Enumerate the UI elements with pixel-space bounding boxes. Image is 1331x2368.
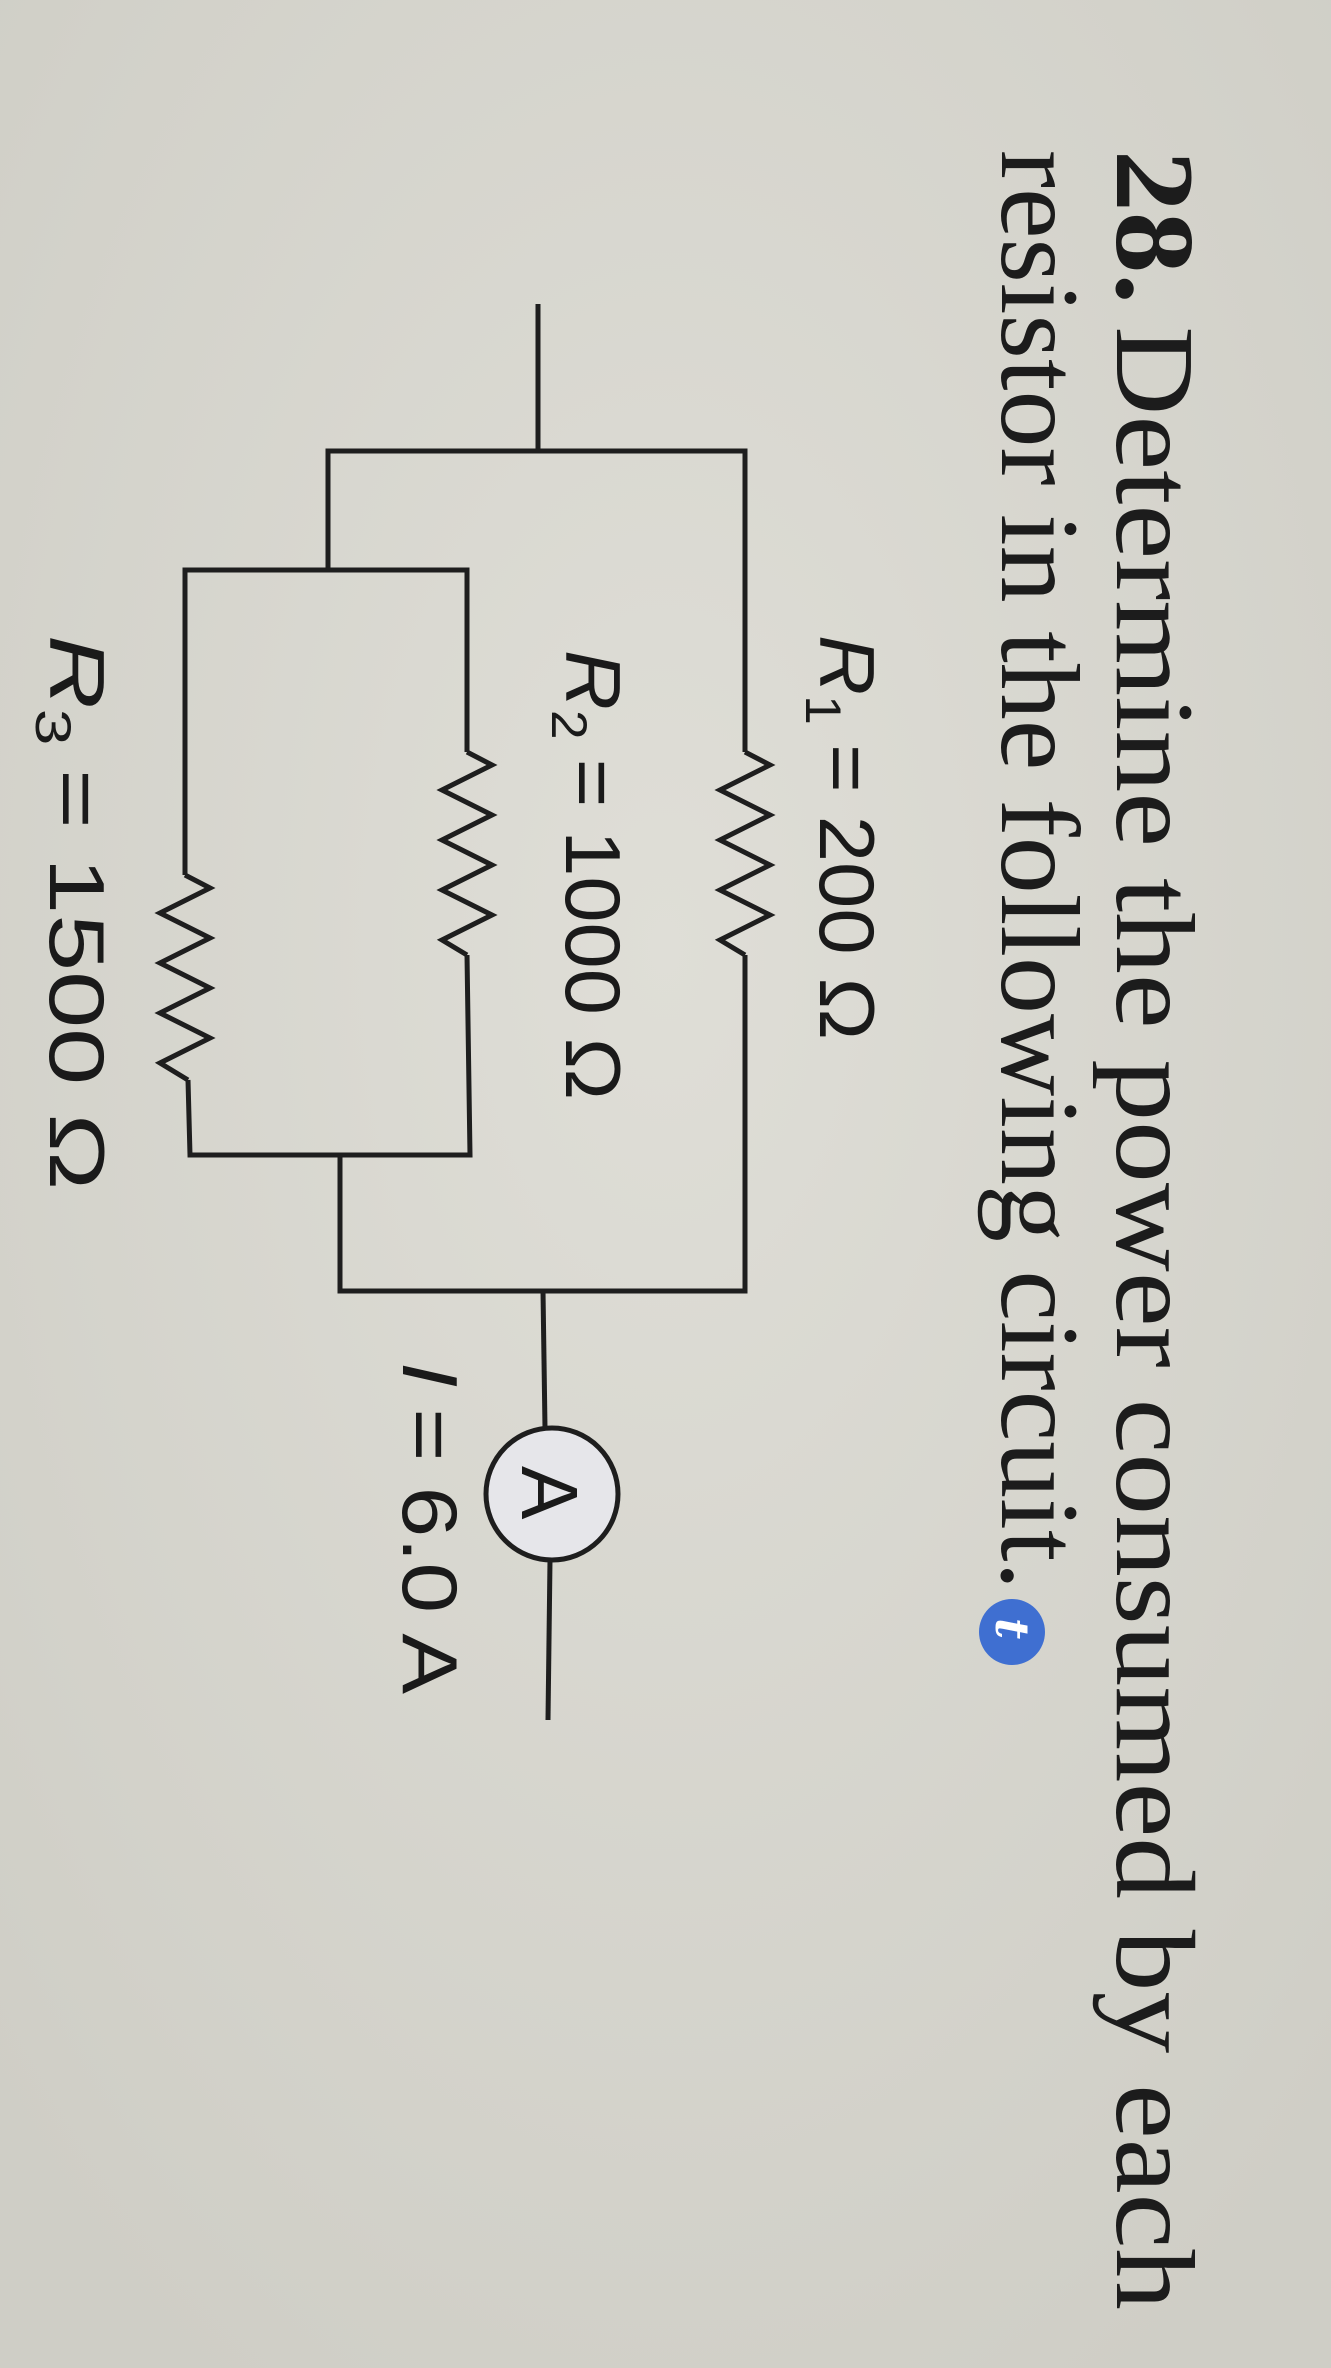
- r3-label: R3= 1500 Ω: [25, 635, 121, 1190]
- resistor-r1-zigzag: [714, 749, 776, 958]
- question-line-2: resistor in the following circuit.: [977, 150, 1101, 1590]
- ammeter-symbol: A: [505, 1466, 594, 1520]
- r1-label: R1= 200 Ω: [795, 635, 891, 1040]
- tutorial-icon[interactable]: t: [979, 1599, 1045, 1665]
- output-wire-top: [540, 1290, 548, 1429]
- question-number: 28.: [1092, 150, 1216, 304]
- svg-text:t: t: [985, 1618, 1039, 1639]
- ammeter: A: [483, 1425, 621, 1563]
- inner-bottom-wire: [185, 954, 473, 1158]
- resistor-r3-zigzag: [154, 872, 216, 1083]
- current-label: I= 6.0 A: [386, 1362, 474, 1694]
- question-line-1: 28. Determine the power consumed by each: [1092, 150, 1216, 2310]
- output-wire-bottom: [545, 1559, 553, 1721]
- r2-label: R2= 1000 Ω: [541, 650, 637, 1100]
- outer-bottom-wire: [337, 955, 748, 1294]
- question-text-1: Determine the power consumed by each: [1092, 326, 1216, 2310]
- outer-top-wire: [325, 448, 748, 752]
- resistor-r2-zigzag: [436, 749, 498, 958]
- circuit-diagram: [154, 304, 776, 1721]
- inner-top-wire: [182, 567, 470, 875]
